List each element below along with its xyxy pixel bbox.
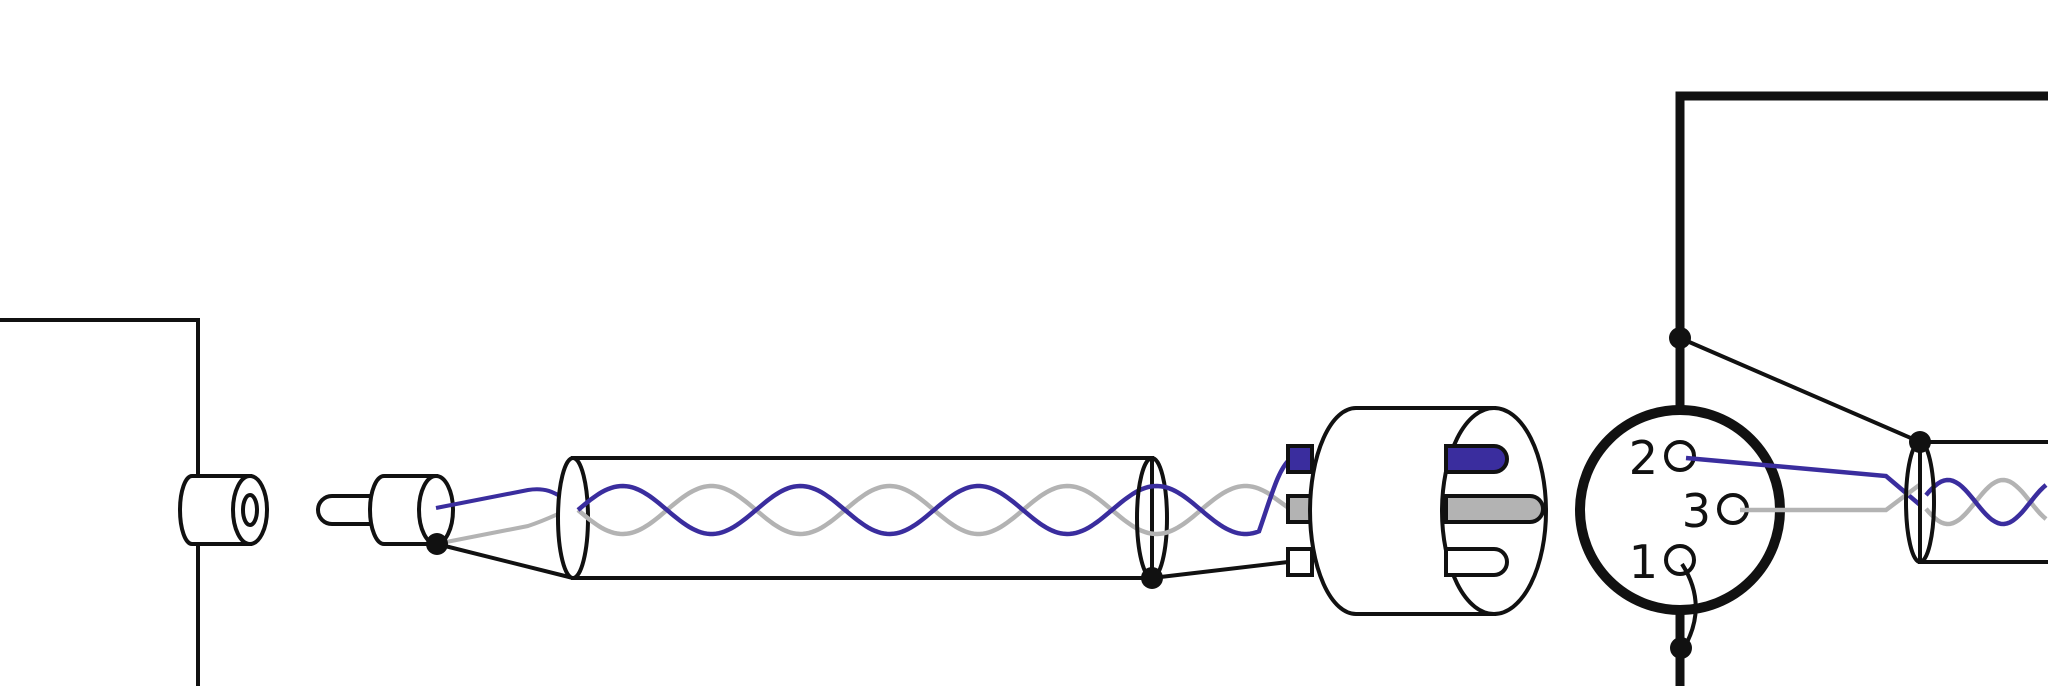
- left-device-chassis: [0, 318, 200, 686]
- shield-drain-left: [436, 542, 574, 580]
- jack-pin-2-socket: [1664, 440, 1696, 472]
- rca-plug: [316, 474, 455, 546]
- chassis-ground-tie: [1679, 336, 1921, 444]
- plug-pin-ground: [1444, 547, 1509, 577]
- plug-pin-cold: [1444, 494, 1545, 524]
- xlr-male-plug: [1286, 406, 1548, 616]
- plug-pin-hot: [1444, 444, 1509, 474]
- joint-chassis-top: [1669, 327, 1691, 349]
- solder-joints: [426, 327, 1931, 659]
- joint-cable-shield: [1141, 567, 1163, 589]
- shield-drain-right: [1151, 560, 1289, 580]
- solder-cup-ground: [1286, 547, 1314, 577]
- twisted-pair: [576, 457, 1292, 537]
- rca-jack: [178, 474, 269, 546]
- joint-rca-sleeve: [426, 533, 448, 555]
- pin1-ground-lead: [1680, 562, 1698, 649]
- shielded-cable: [556, 456, 1169, 580]
- joint-chassis-bottom: [1670, 637, 1692, 659]
- pin-label-1: 1: [1629, 535, 1658, 589]
- solder-cup-hot: [1286, 444, 1314, 474]
- jack-pin-1-socket: [1664, 544, 1696, 576]
- jack-lead-wires: [1685, 455, 1928, 513]
- joint-right-shield: [1909, 431, 1931, 453]
- pin-label-2: 2: [1629, 431, 1658, 485]
- internal-shielded-cable: [1904, 440, 2048, 564]
- pin-label-3: 3: [1682, 484, 1711, 538]
